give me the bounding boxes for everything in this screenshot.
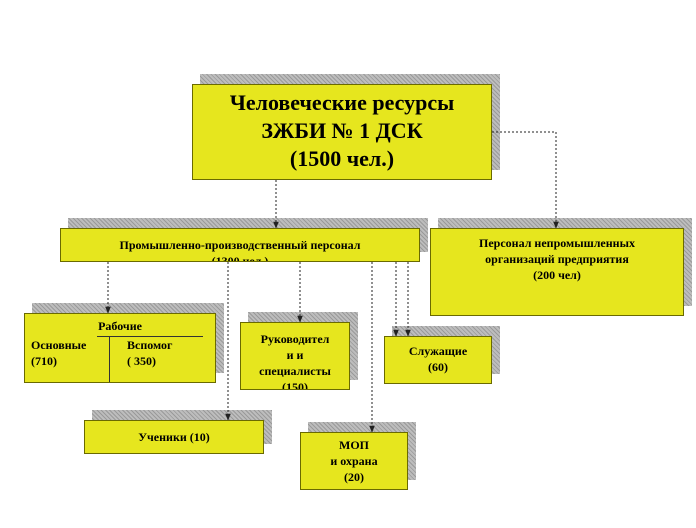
workers-node: Рабочие Основные (710) Вспомог ( 350) xyxy=(24,313,216,383)
root-org: ЗЖБИ № 1 ДСК xyxy=(261,118,423,143)
employees-title: Служащие xyxy=(408,344,468,358)
mop-security-node: МОП и охрана (20) xyxy=(300,432,408,490)
industrial-personnel-node: Промышленно-производственный персонал (1… xyxy=(60,228,420,262)
managers-count: (150) xyxy=(282,380,308,390)
workers-main-column: Основные (710) xyxy=(31,337,86,369)
nonindustrial-count: (200 чел) xyxy=(533,268,581,282)
nonindustrial-line1: Персонал непромышленных xyxy=(479,236,635,250)
apprentices-label: Ученики (10) xyxy=(138,430,210,444)
connector-root-nonindustrial xyxy=(492,131,559,229)
root-count: (1500 чел.) xyxy=(289,146,395,171)
apprentices-node: Ученики (10) xyxy=(84,420,264,454)
mop-title: МОП xyxy=(339,438,369,452)
industrial-title: Промышленно-производственный персонал xyxy=(119,238,361,252)
managers-line2: и и xyxy=(286,348,304,362)
workers-title: Рабочие xyxy=(98,319,142,333)
employees-count: (60) xyxy=(428,360,448,374)
nonindustrial-line2: организаций предприятия xyxy=(485,252,629,266)
nonindustrial-personnel-node: Персонал непромышленных организаций пред… xyxy=(430,228,684,316)
workers-main-value: (710) xyxy=(31,354,57,368)
workers-divider xyxy=(97,336,203,337)
workers-aux-value: ( 350) xyxy=(127,354,156,368)
industrial-count: (1300 чел.) xyxy=(211,254,269,262)
managers-node: Руководител и и специалисты (150) xyxy=(240,322,350,390)
mop-count: (20) xyxy=(344,470,364,484)
root-title: Человеческие ресурсы xyxy=(229,90,455,115)
workers-column-divider xyxy=(109,336,110,382)
mop-subtitle: и охрана xyxy=(330,454,378,468)
workers-aux-column: Вспомог ( 350) xyxy=(127,337,172,369)
managers-line1: Руководител xyxy=(260,332,330,346)
workers-aux-label: Вспомог xyxy=(127,338,173,352)
managers-line3: специалисты xyxy=(259,364,331,378)
workers-main-label: Основные xyxy=(31,338,87,352)
root-node: Человеческие ресурсы ЗЖБИ № 1 ДСК (1500 … xyxy=(192,84,492,180)
employees-node: Служащие (60) xyxy=(384,336,492,384)
